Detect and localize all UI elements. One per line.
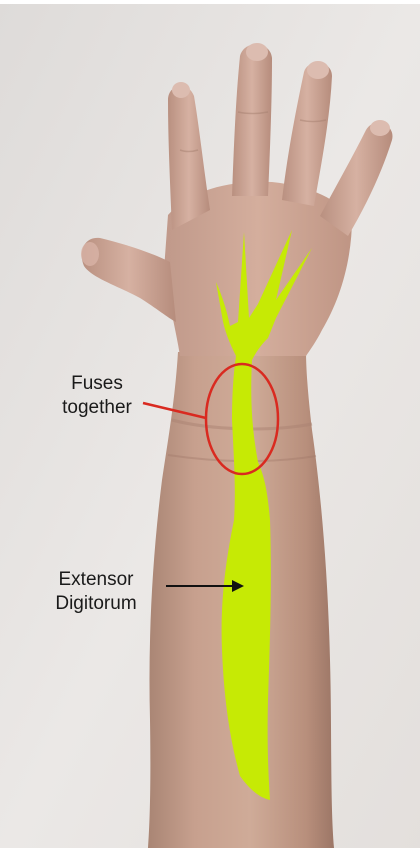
fuses-together-label: Fuses together (42, 372, 152, 420)
extensor-label-line-1: Extensor (40, 568, 152, 592)
fuses-label-line-1: Fuses (42, 372, 152, 396)
little-fingernail (370, 120, 390, 136)
thumb-nail (81, 242, 99, 266)
middle-fingernail (246, 43, 268, 61)
index-fingernail (172, 82, 190, 98)
ring-fingernail (307, 61, 329, 79)
fuses-label-line-2: together (42, 396, 152, 420)
extensor-label-line-2: Digitorum (40, 592, 152, 616)
white-bottom-border (0, 848, 420, 863)
extensor-digitorum-label: Extensor Digitorum (40, 568, 152, 616)
white-top-border (0, 0, 420, 4)
